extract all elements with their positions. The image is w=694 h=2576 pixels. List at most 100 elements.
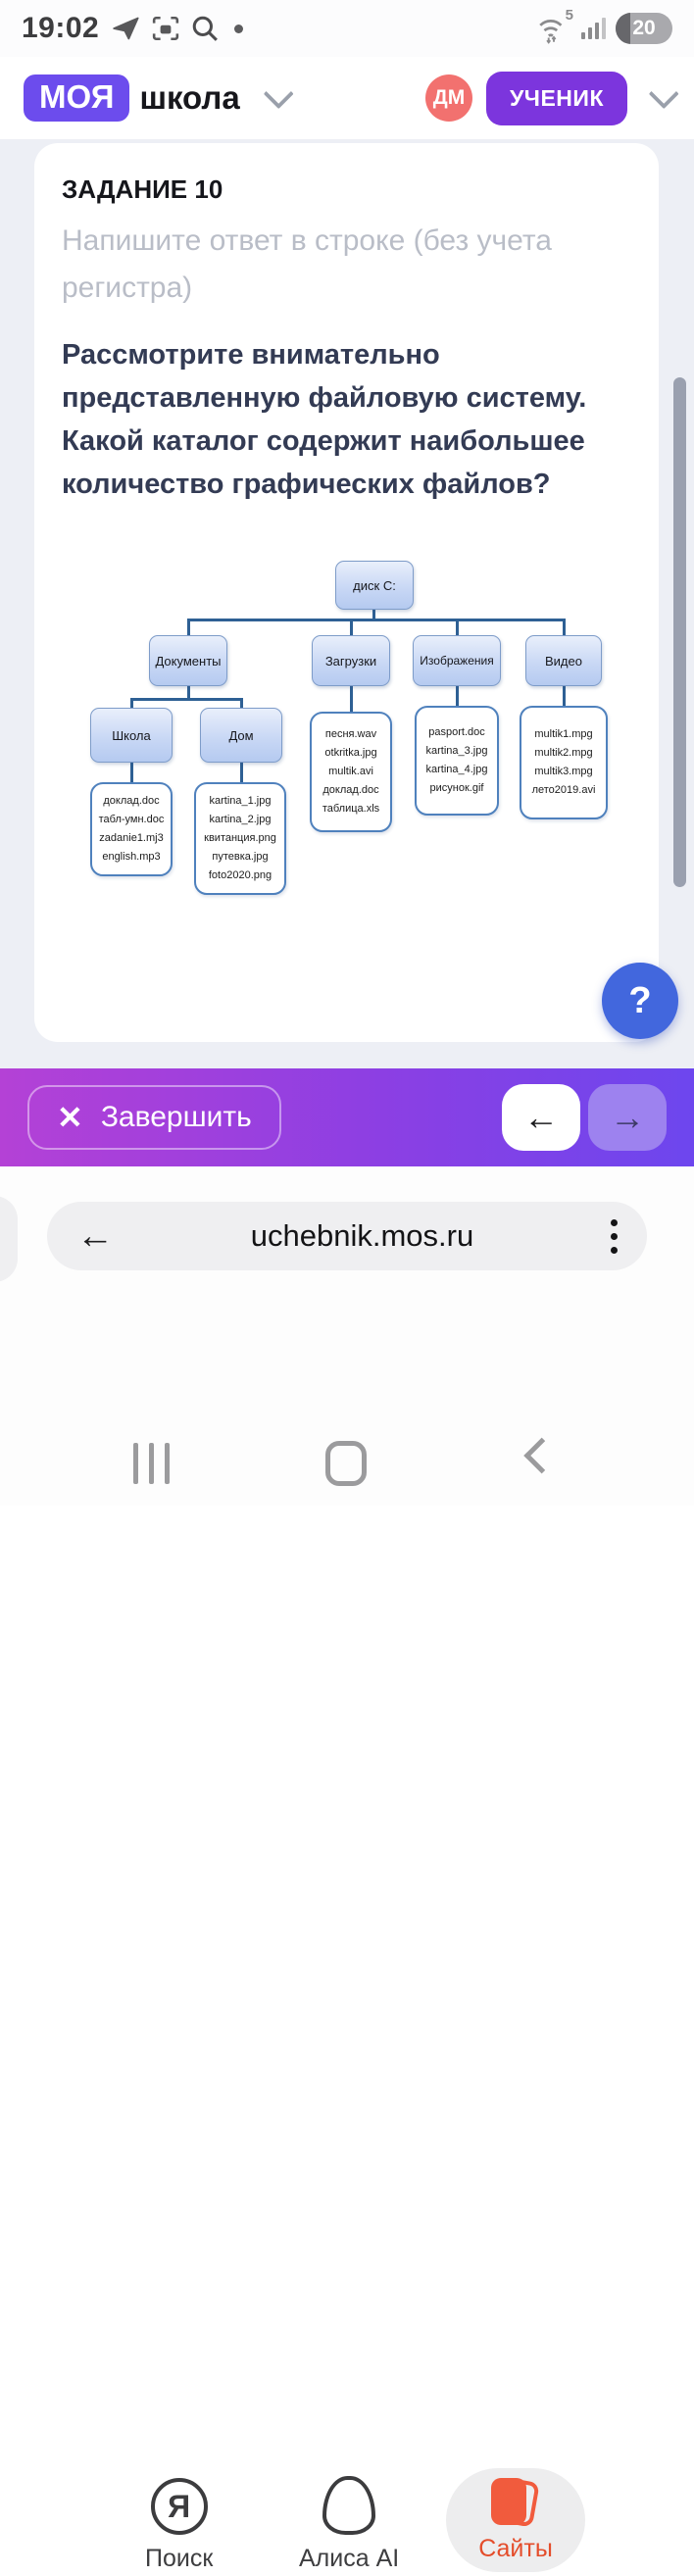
file-name: лето2019.avi [531,784,596,796]
forward-arrow-icon: → [610,1097,645,1137]
file-name: таблица.xls [322,803,380,815]
finish-bar: ✕ Завершить ← → [0,1068,694,1166]
system-back-icon[interactable] [523,1437,561,1474]
connector [130,763,133,782]
file-system-diagram: диск C: Документы Загрузки Изображения В… [83,549,671,897]
role-button[interactable]: УЧЕНИК [486,71,627,125]
connector [350,686,353,712]
connector [130,698,133,708]
file-name: квитанция.png [204,832,276,844]
file-name: путевка.jpg [212,851,269,863]
connector [240,763,243,782]
adjacent-tab-peek[interactable] [0,1196,18,1282]
yandex-icon: Я [150,2478,208,2535]
status-bar: 19:02 5 20 [0,0,694,57]
file-name: zadanie1.mj3 [99,832,164,844]
search-icon [191,15,219,42]
nav-sites-label: Сайты [478,2534,553,2562]
nav-search-label: Поиск [145,2545,214,2572]
file-name: foto2020.png [208,869,273,881]
file-name: multik.avi [328,766,373,777]
system-navigation-bar [0,1423,694,1506]
folder-node-images: Изображения [413,635,501,686]
connector [563,619,566,635]
nav-alice-label: Алиса AI [299,2545,400,2572]
file-name: kartina_3.jpg [425,745,488,757]
file-name: pasport.doc [428,726,485,738]
browser-bottom-nav: Я Поиск Алиса AI Сайты [0,2468,694,2576]
browser-back-icon[interactable]: ← [76,1215,114,1257]
file-name: english.mp3 [102,851,161,863]
battery-percent: 20 [632,17,656,39]
connector [563,686,566,706]
connector [350,619,353,635]
mobile-data-5g-icon: 5 [536,7,573,44]
connector [456,686,459,706]
file-name: multik3.mpg [534,766,593,777]
file-name: доклад.doc [103,795,160,807]
connector [456,619,459,635]
sites-cards-icon [489,2476,542,2529]
finish-button-label: Завершить [100,1101,252,1133]
file-name: kartina_1.jpg [209,795,272,807]
folder-node-home: Дом [200,708,282,763]
folder-node-root: диск C: [335,561,414,610]
file-name: otkritka.jpg [324,747,377,759]
screenshot-icon [152,16,179,41]
nav-item-search[interactable]: Я Поиск [145,2478,213,2573]
file-name: рисунок.gif [429,782,484,794]
app-header: МОЯ школа ДМ УЧЕНИК [0,57,694,139]
brand-logo[interactable]: МОЯ школа [24,74,294,122]
clock: 19:02 [22,12,100,44]
home-icon[interactable] [325,1441,367,1486]
chevron-down-icon[interactable] [263,78,294,110]
folder-node-downloads: Загрузки [312,635,390,686]
file-list-school: доклад.doc табл-умн.doc zadanie1.mj3 englis… [90,782,173,876]
task-title: ЗАДАНИЕ 10 [62,174,223,204]
kebab-menu-icon[interactable] [611,1218,618,1254]
finish-button[interactable]: ✕ Завершить [27,1085,281,1150]
file-name: multik2.mpg [534,747,593,759]
connector [372,610,375,621]
chevron-down-icon[interactable] [648,78,679,110]
recents-icon[interactable] [133,1443,170,1484]
notification-dot-icon [234,24,244,33]
question-text: Рассмотрите внимательно представленную ф… [62,339,587,500]
file-list-video: multik1.mpg multik2.mpg multik3.mpg лето201… [520,706,608,819]
file-name: multik1.mpg [534,728,593,740]
brand-secondary: школа [139,79,240,116]
file-name: табл-умн.doc [98,814,165,825]
close-icon: ✕ [57,1100,83,1135]
connector [187,619,190,635]
folder-node-school: Школа [90,708,173,763]
file-list-images: pasport.doc kartina_3.jpg kartina_4.jpg рис… [415,706,499,816]
file-name: доклад.doc [322,784,379,796]
avatar[interactable]: ДМ [425,74,472,122]
battery-fill [616,13,630,44]
connector [130,698,243,701]
file-list-downloads: песня.wav otkritka.jpg multik.avi доклад.do… [310,712,392,832]
help-button[interactable]: ? [602,963,678,1039]
alice-icon [322,2476,376,2535]
next-task-button[interactable]: → [588,1084,667,1151]
answer-hint-text: Напишите ответ в строке (без учета регис… [62,224,552,304]
nav-item-alice[interactable]: Алиса AI [299,2476,399,2573]
file-name: песня.wav [324,728,377,740]
file-name: kartina_2.jpg [209,814,272,825]
url-text[interactable]: uchebnik.mos.ru [250,1218,474,1253]
network-gen-label: 5 [565,7,573,24]
battery-indicator: 20 [616,13,672,44]
nav-item-sites[interactable]: Сайты [446,2468,585,2572]
question-mark-icon: ? [628,979,652,1021]
folder-node-video: Видео [525,635,602,686]
file-name: kartina_4.jpg [425,764,488,775]
folder-node-documents: Документы [149,635,227,686]
previous-task-button[interactable]: ← [502,1084,580,1151]
connector [187,619,566,621]
back-arrow-icon: ← [523,1097,559,1137]
connector [240,698,243,708]
brand-primary: МОЯ [24,74,130,122]
address-bar[interactable]: ← uchebnik.mos.ru [47,1202,647,1270]
scrollbar-thumb[interactable] [673,377,686,887]
file-list-home: kartina_1.jpg kartina_2.jpg квитанция.png п… [194,782,286,895]
